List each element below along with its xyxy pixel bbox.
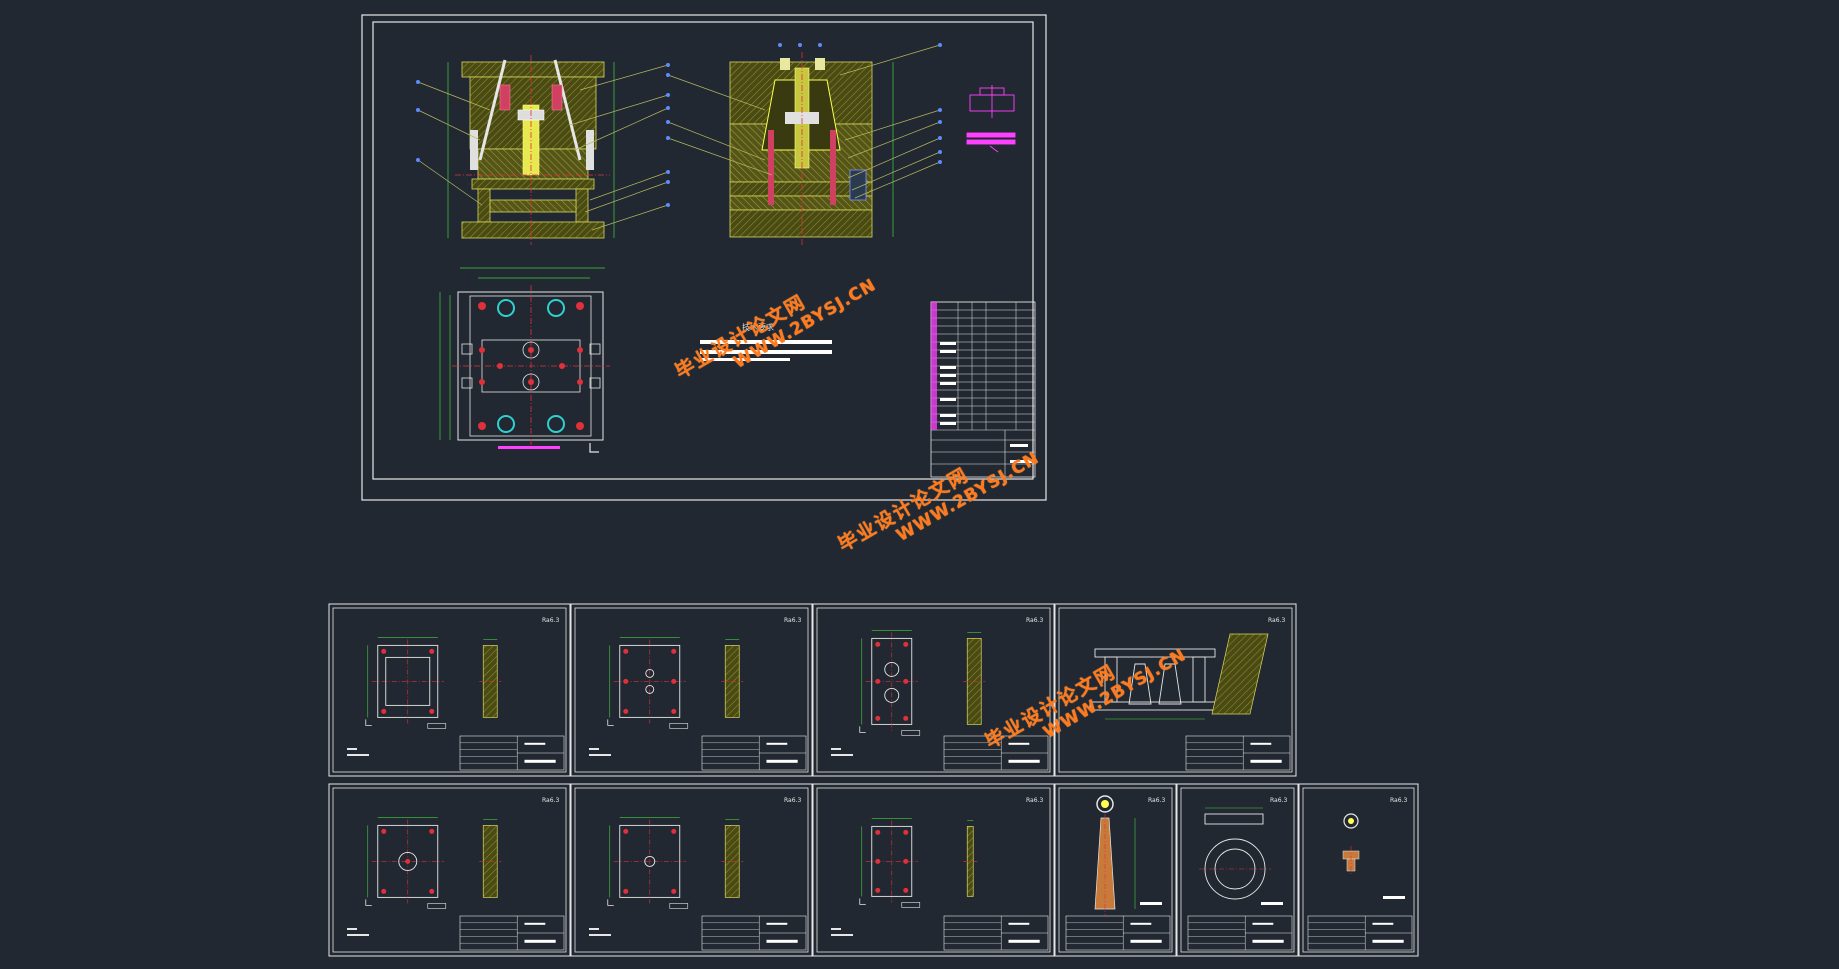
part-sheet[interactable]: Ra6.3: [812, 783, 1055, 957]
roughness-mark: Ra6.3: [784, 797, 801, 804]
part-view: [1342, 813, 1405, 899]
plan-view: [439, 267, 610, 453]
roughness-mark: Ra6.3: [784, 617, 801, 624]
title-block: [1185, 735, 1291, 771]
part-sheet[interactable]: Ra6.3: [570, 783, 813, 957]
front-section-view: [416, 55, 670, 245]
product-view: [966, 85, 1016, 153]
part-sheet[interactable]: Ra6.3: [1054, 783, 1177, 957]
parts-list-table: [930, 301, 1036, 478]
part-sheet[interactable]: Ra6.3: [812, 603, 1055, 777]
part-sheet[interactable]: Ra6.3: [1298, 783, 1419, 957]
part-sheet[interactable]: Ra6.3: [328, 783, 571, 957]
roughness-mark: Ra6.3: [542, 617, 559, 624]
part-view: [589, 817, 744, 936]
title-block: [459, 915, 565, 951]
side-section-view: [666, 43, 942, 245]
part-sheet[interactable]: Ra6.3: [1054, 603, 1297, 777]
part-view: [831, 630, 986, 756]
part-view: [589, 637, 744, 756]
title-block: [459, 735, 565, 771]
title-block: [1187, 915, 1293, 951]
part-sheet[interactable]: Ra6.3: [328, 603, 571, 777]
title-block: [943, 735, 1049, 771]
roughness-mark: Ra6.3: [542, 797, 559, 804]
title-block: [701, 735, 807, 771]
main-assembly-sheet[interactable]: 技术要求: [361, 14, 1047, 501]
title-block: [1065, 915, 1171, 951]
title-block: [701, 915, 807, 951]
part-view: [1089, 633, 1269, 720]
part-sheet[interactable]: Ra6.3: [570, 603, 813, 777]
part-view: [347, 817, 502, 936]
roughness-mark: Ra6.3: [1026, 617, 1043, 624]
roughness-mark: Ra6.3: [1270, 797, 1287, 804]
part-view: [1199, 807, 1283, 905]
part-sheet[interactable]: Ra6.3: [1176, 783, 1299, 957]
part-view: [1094, 795, 1162, 916]
roughness-mark: Ra6.3: [1268, 617, 1285, 624]
roughness-mark: Ra6.3: [1390, 797, 1407, 804]
roughness-mark: Ra6.3: [1026, 797, 1043, 804]
title-block: [943, 915, 1049, 951]
part-view: [831, 818, 978, 936]
technical-requirements: 技术要求: [700, 322, 832, 361]
tech-req-title: 技术要求: [742, 322, 774, 332]
title-block: [1307, 915, 1413, 951]
roughness-mark: Ra6.3: [1148, 797, 1165, 804]
part-view: [347, 637, 502, 756]
